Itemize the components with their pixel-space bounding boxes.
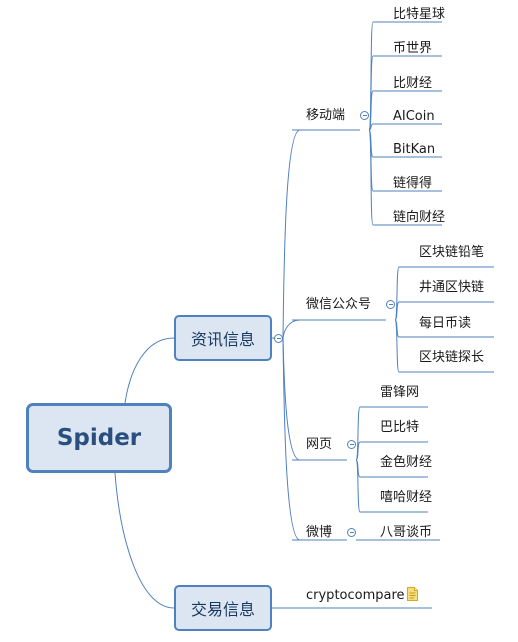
topic-label: 资讯信息: [190, 330, 255, 349]
item-bage[interactable]: 八哥谈币: [380, 525, 433, 540]
subtopic-cryptocompare[interactable]: cryptocompare: [306, 588, 405, 603]
item-bitestar[interactable]: 比特星球: [393, 7, 446, 22]
topic-trading-info[interactable]: 交易信息: [174, 585, 272, 631]
item-xiha[interactable]: 嘻哈财经: [380, 490, 433, 505]
root-node[interactable]: Spider: [26, 403, 172, 473]
item-jingtong[interactable]: 井通区快链: [419, 280, 485, 295]
item-aicoin[interactable]: AICoin: [393, 109, 435, 124]
item-bitkan[interactable]: BitKan: [393, 142, 436, 157]
collapse-icon[interactable]: [360, 111, 369, 120]
item-babite[interactable]: 巴比特: [380, 420, 420, 435]
subtopic-mobile[interactable]: 移动端: [306, 108, 346, 123]
root-label: Spider: [56, 425, 142, 451]
topic-label: 交易信息: [190, 600, 255, 619]
item-leifeng[interactable]: 雷锋网: [380, 385, 420, 400]
collapse-icon[interactable]: [347, 440, 356, 449]
subtopic-wechat[interactable]: 微信公众号: [306, 297, 372, 312]
item-qukuailian-tanzhang[interactable]: 区块链探长: [419, 350, 485, 365]
topic-news-info[interactable]: 资讯信息: [174, 315, 272, 361]
note-icon[interactable]: [407, 587, 418, 601]
item-jinse[interactable]: 金色财经: [380, 455, 433, 470]
item-liandede[interactable]: 链得得: [393, 176, 433, 191]
item-qukuailian-qianbi[interactable]: 区块链铅笔: [419, 245, 485, 260]
subtopic-weibo[interactable]: 微博: [306, 525, 333, 540]
collapse-icon[interactable]: [386, 300, 395, 309]
item-meiri-bidu[interactable]: 每日币读: [419, 316, 472, 331]
item-bishijie[interactable]: 币世界: [393, 41, 433, 56]
subtopic-web[interactable]: 网页: [306, 437, 333, 452]
collapse-icon[interactable]: [274, 334, 283, 343]
collapse-icon[interactable]: [347, 528, 356, 537]
item-bicaijing[interactable]: 比财经: [393, 76, 433, 91]
item-lianxiang[interactable]: 链向财经: [393, 210, 446, 225]
